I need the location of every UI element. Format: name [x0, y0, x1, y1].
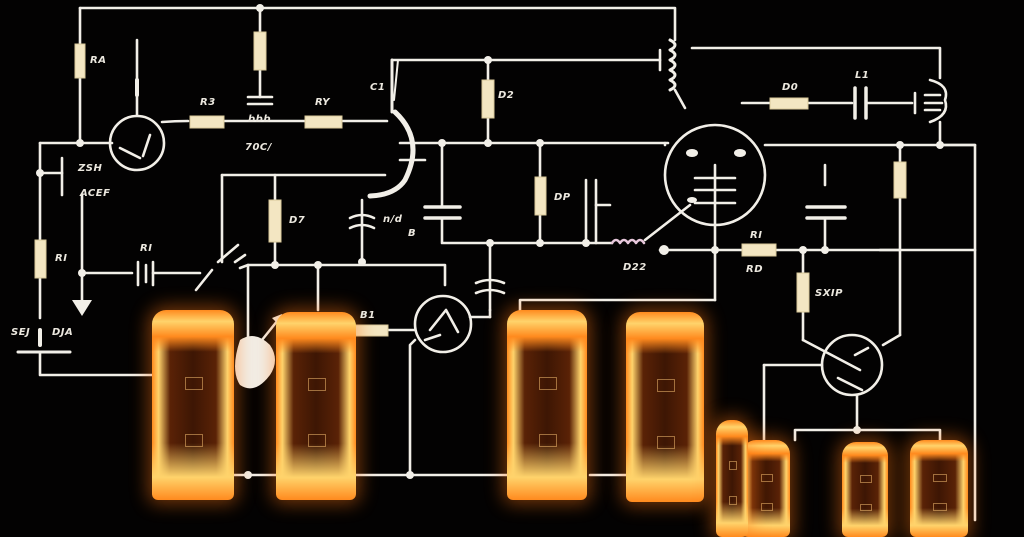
component-label-cap-b: B [408, 228, 417, 239]
component-label-cap-l1: L1 [855, 70, 870, 81]
tube-plate-mark [761, 503, 773, 511]
tube-plate-mark [184, 376, 204, 390]
vacuum-tube-2 [276, 312, 356, 500]
tube-plate-mark [761, 473, 773, 482]
tube-plate-mark [728, 496, 738, 506]
component-label-r-ri2: RI [750, 230, 763, 241]
component-label-coil: D22 [623, 262, 647, 273]
vacuum-tube-1 [152, 310, 234, 500]
component-label-cap-bb: bbb [248, 114, 271, 125]
tube-plate-mark [933, 503, 947, 511]
component-label-r-d7: D7 [289, 215, 306, 226]
component-label-left-a: ZSH [78, 163, 103, 174]
vacuum-tube-3 [507, 310, 587, 500]
component-label-r-d2: D2 [498, 90, 515, 101]
component-label-left-b: ACEF [80, 188, 111, 199]
component-label-r-bottom-left-b: DJA [52, 327, 74, 338]
component-label-cap-nd: n/d [383, 214, 403, 225]
vacuum-tube-6 [842, 442, 888, 537]
component-label-r-bottom-left-a: SEJ [11, 327, 31, 338]
vacuum-tube-8 [716, 420, 748, 537]
vacuum-tube-5 [742, 440, 790, 537]
tube-plate-mark [539, 433, 557, 447]
component-label-r-mid-top: RY [315, 97, 331, 108]
component-label-r-b1: B1 [360, 310, 376, 321]
tube-plate-mark [308, 377, 326, 392]
tube-plate-mark [308, 434, 326, 448]
tube-plate-mark [657, 378, 675, 392]
component-label-r-left: RI [55, 253, 68, 264]
tube-plate-mark [860, 503, 872, 512]
tube-plate-mark [539, 376, 557, 390]
vacuum-tube-7 [910, 440, 968, 537]
component-label-r-rd: RD [746, 264, 764, 275]
tube-plate-mark [728, 460, 738, 470]
tube-plate-mark [184, 433, 204, 447]
component-label-r3: R3 [200, 97, 216, 108]
component-label-sw-label: C1 [370, 82, 386, 93]
component-label-cap-val: 70C/ [245, 142, 272, 153]
component-label-batt: RI [140, 243, 153, 254]
tube-plate-mark [860, 475, 872, 483]
component-label-r-dp: DP [554, 192, 571, 203]
tube-plate-mark [657, 435, 675, 449]
vacuum-tube-4 [626, 312, 704, 502]
tube-plate-mark [933, 473, 947, 482]
component-label-r-top-left: RA [90, 55, 107, 66]
component-label-r-sxip: SXIP [815, 288, 843, 299]
component-label-r-d0: D0 [782, 82, 799, 93]
